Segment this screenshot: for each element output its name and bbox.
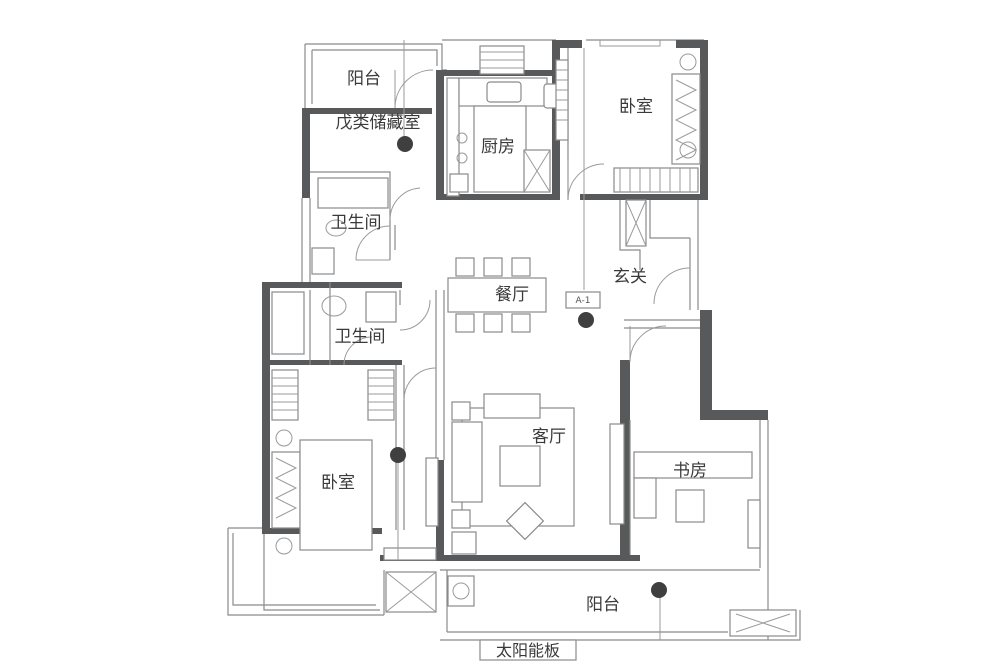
label-bathroom-lower: 卫生间 xyxy=(335,327,386,347)
label-balcony-top: 阳台 xyxy=(347,69,381,89)
marker-balcony xyxy=(651,582,667,598)
bathroom-fixtures xyxy=(271,177,397,421)
marker-dining xyxy=(578,312,594,328)
label-study: 书房 xyxy=(673,461,707,481)
bedroom-right-fixtures xyxy=(613,53,701,247)
label-living: 客厅 xyxy=(532,427,566,447)
label-kitchen: 厨房 xyxy=(481,137,515,157)
label-solar-panel: 太阳能板 xyxy=(496,641,560,660)
outer-outline xyxy=(227,39,801,641)
label-bedroom-right: 卧室 xyxy=(619,97,653,117)
label-entrance: 玄关 xyxy=(613,267,647,287)
marker-storage xyxy=(397,136,413,152)
door-swings xyxy=(343,69,691,401)
dining-table xyxy=(447,257,547,333)
marker-bedroom-left xyxy=(390,447,406,463)
bedroom-left-fixtures xyxy=(271,429,373,555)
section-markers xyxy=(390,40,667,640)
study-furniture xyxy=(633,451,753,523)
balcony-fixtures xyxy=(385,571,797,661)
living-furniture xyxy=(451,393,575,555)
label-storage: 戊类储藏室 xyxy=(336,113,421,133)
kitchen-fixtures xyxy=(446,59,569,197)
label-bedroom-left: 卧室 xyxy=(321,473,355,493)
label-balcony-bottom: 阳台 xyxy=(586,595,620,615)
label-bathroom-upper: 卫生间 xyxy=(331,213,382,233)
label-camera-tag: A-1 xyxy=(576,296,591,306)
label-dining: 餐厅 xyxy=(495,285,529,305)
windows xyxy=(383,40,761,561)
